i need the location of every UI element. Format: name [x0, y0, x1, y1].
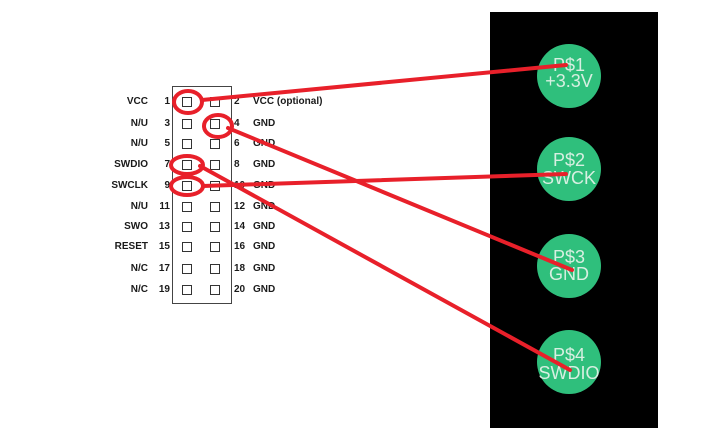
pin-4-contact	[210, 119, 220, 129]
pin-9-number: 9	[164, 180, 170, 191]
pin-16-name: GND	[253, 241, 276, 252]
pin-5-contact	[182, 139, 192, 149]
pad-p3-id: P$3	[552, 247, 586, 267]
pin-3-contact	[182, 119, 192, 129]
pin-1-number: 1	[164, 96, 170, 107]
pin-1-contact	[182, 97, 192, 107]
pin-20-number: 20	[234, 284, 246, 295]
pad-p1	[537, 44, 601, 108]
pin-15-contact	[182, 242, 192, 252]
pin-20-name: GND	[253, 284, 276, 295]
pin-14-name: GND	[253, 221, 276, 232]
pin-11-number: 11	[159, 201, 170, 212]
wire-pin9-to-p2	[201, 172, 568, 188]
pad-p1-label: +3.3V	[545, 71, 593, 91]
pin-9-contact	[182, 181, 192, 191]
pin-8-name: GND	[253, 159, 276, 170]
pad-p3	[537, 234, 601, 298]
pin-9-highlight-circle	[169, 175, 205, 197]
pad-p4-id: P$4	[552, 345, 586, 365]
pad-p2	[537, 137, 601, 201]
pad-p3-label: GND	[549, 264, 589, 284]
pin-12-name: GND	[253, 201, 276, 212]
pin-17-name: N/C	[130, 263, 148, 274]
pin-5-name: N/U	[130, 138, 148, 149]
pin-3-number: 3	[164, 118, 170, 129]
pad-p4-label: SWDIO	[538, 363, 600, 383]
pin-14-number: 14	[234, 221, 246, 232]
pin-18-contact	[210, 264, 220, 274]
pin-7-number: 7	[164, 159, 170, 170]
pin-2-number: 2	[234, 96, 240, 107]
pin-12-number: 12	[234, 201, 246, 212]
wire-pin1-to-p1	[200, 63, 568, 102]
pin-17-number: 17	[158, 263, 170, 274]
pin-11-contact	[182, 202, 192, 212]
pin-11-name: N/U	[130, 201, 148, 212]
pin-13-number: 13	[158, 221, 170, 232]
pin-19-number: 19	[158, 284, 170, 295]
pin-1-name: VCC	[126, 96, 148, 107]
pin-2-name: VCC (optional)	[253, 96, 323, 107]
pin-6-contact	[210, 139, 220, 149]
pin-14-contact	[210, 222, 220, 232]
pin-9-name: SWCLK	[111, 180, 148, 191]
pin-1-highlight-circle	[172, 89, 204, 115]
pin-13-contact	[182, 222, 192, 232]
pin-4-name: GND	[253, 118, 276, 129]
pin-15-name: RESET	[114, 241, 148, 252]
pin-8-contact	[210, 160, 220, 170]
pin-20-contact	[210, 285, 220, 295]
pin-16-number: 16	[234, 241, 246, 252]
pin-3-name: N/U	[130, 118, 148, 129]
pin-7-highlight-circle	[169, 154, 205, 176]
pin-18-name: GND	[253, 263, 276, 274]
pad-p2-id: P$2	[552, 150, 586, 170]
pin-19-contact	[182, 285, 192, 295]
pin-19-name: N/C	[130, 284, 148, 295]
wire-pin4-to-p3	[226, 126, 574, 272]
pin-4-number: 4	[234, 118, 240, 129]
pin-8-number: 8	[234, 159, 240, 170]
pin-15-number: 15	[158, 241, 170, 252]
pin-12-contact	[210, 202, 220, 212]
pin-5-number: 5	[164, 138, 170, 149]
pin-18-number: 18	[234, 263, 246, 274]
pin-4-highlight-circle	[202, 113, 234, 139]
pin-13-name: SWO	[124, 221, 148, 232]
pin-17-contact	[182, 264, 192, 274]
pin-7-name: SWDIO	[114, 159, 148, 170]
pad-p4	[537, 330, 601, 394]
wire-pin7-to-p4	[198, 164, 572, 372]
pin-7-contact	[182, 160, 192, 170]
pin-16-contact	[210, 242, 220, 252]
pin-6-number: 6	[234, 138, 240, 149]
pad-p1-id: P$1	[552, 55, 586, 75]
